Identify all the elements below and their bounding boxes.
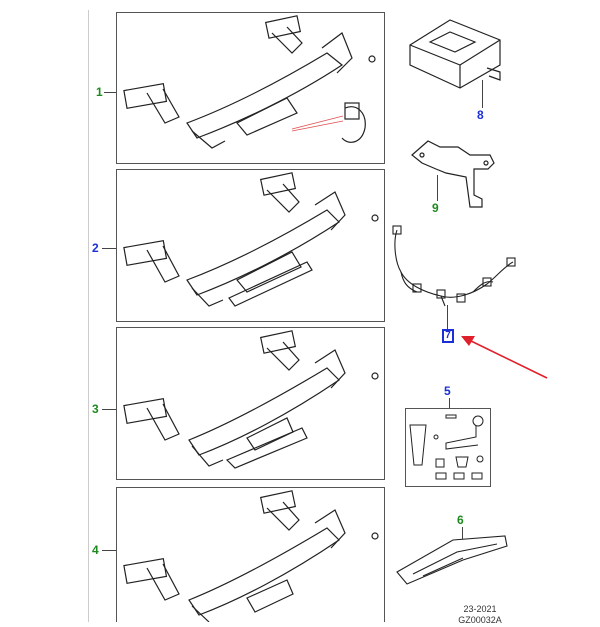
callout-5-leader — [449, 398, 450, 408]
callout-4-leader — [102, 550, 117, 551]
callout-1-leader — [104, 92, 117, 93]
callout-3[interactable]: 3 — [92, 402, 99, 416]
callout-6[interactable]: 6 — [457, 513, 464, 527]
accessory-kit-drawing — [409, 414, 484, 480]
callout-5[interactable]: 5 — [444, 384, 451, 398]
callout-1[interactable]: 1 — [96, 85, 103, 99]
diagram-code: GZ00032A — [458, 615, 502, 625]
left-guide-line — [88, 10, 89, 622]
bracket-drawing[interactable] — [408, 133, 500, 213]
callout-7: 7 — [445, 330, 451, 341]
callout-6-leader — [462, 527, 463, 539]
callout-7-highlight[interactable]: 7 — [442, 329, 454, 343]
tow-bar-drawing-3 — [123, 330, 379, 469]
callout-3-leader — [102, 409, 117, 410]
callout-9-leader — [437, 175, 438, 201]
wiring-harness-drawing[interactable] — [383, 222, 523, 312]
tow-bar-drawing-4 — [123, 490, 379, 622]
accessory-kit-panel[interactable] — [405, 408, 491, 487]
tow-bar-panel-2[interactable] — [116, 169, 385, 322]
tow-module-drawing[interactable] — [405, 10, 505, 90]
tow-bar-panel-1[interactable] — [116, 12, 385, 164]
callout-8-leader — [482, 80, 483, 108]
red-arrow-icon — [461, 336, 548, 379]
callout-9[interactable]: 9 — [432, 201, 439, 215]
callout-8[interactable]: 8 — [477, 108, 484, 122]
diagram-date: 23-2021 — [463, 604, 497, 614]
tow-bar-drawing-1 — [123, 15, 376, 149]
tow-bar-panel-3[interactable] — [116, 327, 385, 480]
callout-2-leader — [102, 248, 117, 249]
callout-2[interactable]: 2 — [92, 241, 99, 255]
tow-bar-drawing-2 — [123, 172, 379, 307]
tow-bar-panel-4[interactable] — [116, 487, 385, 622]
callout-4[interactable]: 4 — [92, 543, 99, 557]
callout-7-leader — [447, 305, 448, 329]
cover-panel-drawing[interactable] — [393, 532, 511, 588]
